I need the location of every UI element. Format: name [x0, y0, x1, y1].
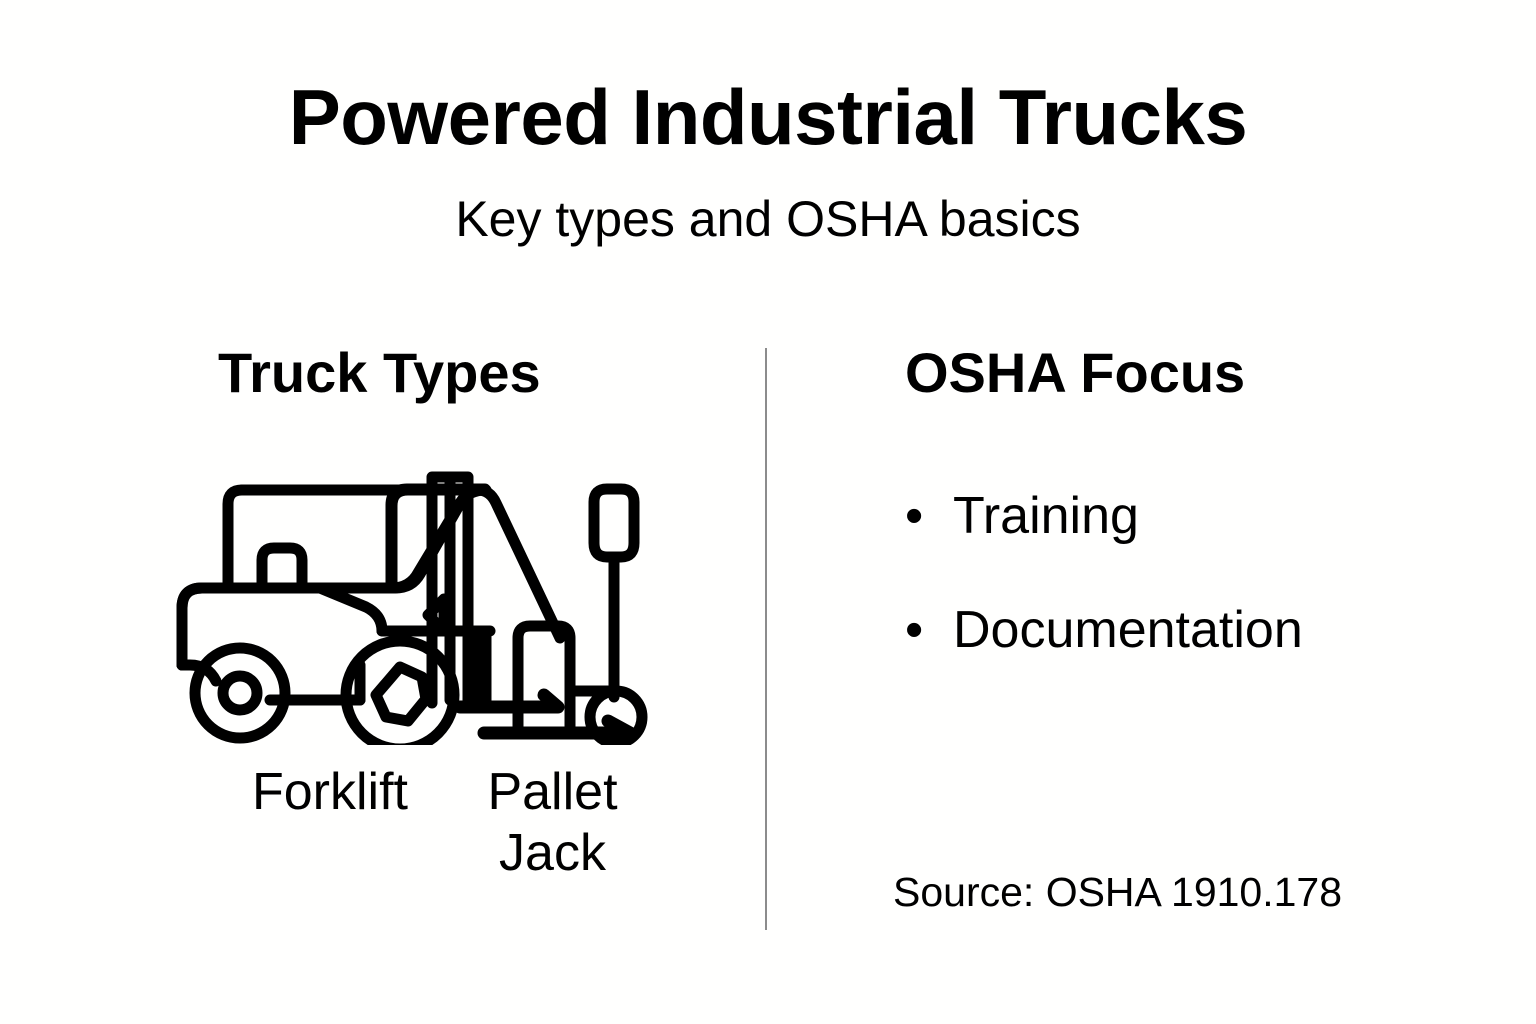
osha-focus-heading: OSHA Focus [905, 341, 1246, 404]
right-column: OSHA Focus [905, 345, 1465, 401]
forklift-rear-wheel-outer [189, 642, 291, 744]
header: Powered Industrial Trucks Key types and … [0, 78, 1536, 244]
forklift-rear-wheel-hub [217, 670, 263, 716]
columns-container: Truck Types OSHA Focus [0, 345, 1536, 945]
pallet-jack-handle-grip [588, 483, 640, 563]
pallet-jack-wheel [584, 685, 648, 745]
caption-forklift: Forklift [252, 763, 408, 821]
column-divider [765, 348, 767, 930]
source-citation: Source: OSHA 1910.178 [893, 869, 1343, 915]
forklift-pallet-jack-icon [176, 471, 648, 745]
bullet-dot-icon: • [905, 487, 924, 545]
bullet-label-training: Training [953, 487, 1139, 545]
bullet-dot-icon: • [905, 601, 924, 659]
forklift-front-wheel-lug-hub [370, 661, 432, 727]
forklift-rear-post [222, 484, 248, 594]
bullet-label-documentation: Documentation [953, 601, 1303, 659]
page-subtitle: Key types and OSHA basics [455, 191, 1081, 247]
illustration-captions: Forklift Pallet Jack [160, 762, 720, 922]
truck-illustration [160, 445, 705, 745]
list-item: • Documentation [905, 604, 1465, 656]
list-item: • Training [905, 490, 1465, 542]
page-title: Powered Industrial Trucks [288, 73, 1248, 161]
caption-pallet-jack: Pallet Jack [487, 763, 618, 883]
forklift-front-post [472, 484, 566, 644]
pallet-jack-body [512, 620, 576, 739]
forklift-upper-fork-tine [453, 688, 565, 714]
left-column: Truck Types [218, 345, 718, 401]
truck-types-heading: Truck Types [218, 341, 541, 404]
forklift-cowl [314, 582, 388, 637]
forklift-seat-backrest [256, 542, 308, 594]
osha-focus-list: • Training • Documentation [905, 490, 1465, 718]
